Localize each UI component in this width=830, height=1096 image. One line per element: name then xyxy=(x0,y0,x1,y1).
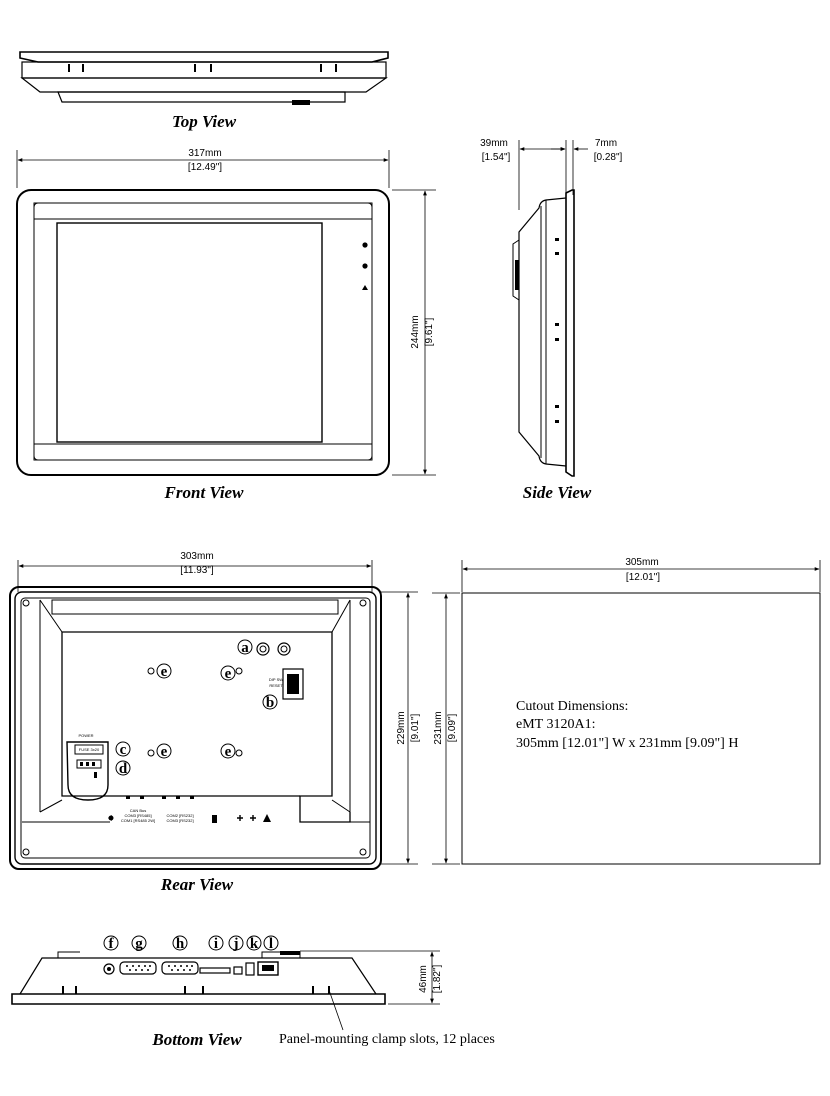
rear-width-in: [11.93"] xyxy=(180,565,214,576)
usb-icon xyxy=(237,815,243,821)
callout-h: h xyxy=(176,936,185,952)
front-height-in: [9.61"] xyxy=(424,317,435,346)
rear-dip-label: DIP SW xyxy=(269,677,283,682)
callout-e: e xyxy=(225,666,232,682)
usb-icon xyxy=(250,815,256,821)
rear-height-mm: 229mm xyxy=(396,711,407,744)
callout-a: a xyxy=(241,640,249,656)
callout-b: b xyxy=(266,695,274,711)
front-width-in: [12.49"] xyxy=(188,162,222,173)
rear-view-label: Rear View xyxy=(160,875,234,894)
rear-reset-label: RESET xyxy=(269,683,283,688)
rear-power-label: POWER xyxy=(78,733,93,738)
bottom-depth-mm: 46mm xyxy=(418,965,429,993)
callout-e: e xyxy=(225,744,232,760)
cutout-width-dimension xyxy=(461,560,821,592)
cutout-line-3: 305mm [12.01"] W x 231mm [9.09"] H xyxy=(516,736,738,751)
power-led-icon xyxy=(362,242,368,248)
panel-mount-note: Panel-mounting clamp slots, 12 places xyxy=(279,1032,495,1047)
rear-com2-label: COM2 [RS232] xyxy=(166,813,193,818)
bottom-view-drawing xyxy=(11,951,386,1031)
side-depth-mm: 39mm xyxy=(480,138,508,149)
side-bezel-in: [0.28"] xyxy=(594,152,623,163)
cutout-line-1: Cutout Dimensions: xyxy=(516,699,628,714)
front-view-label: Front View xyxy=(164,483,245,502)
callout-k: k xyxy=(250,936,259,952)
callout-i: i xyxy=(214,936,218,952)
callout-d: d xyxy=(119,761,128,777)
cutout-line-2: eMT 3120A1: xyxy=(516,717,595,732)
front-height-mm: 244mm xyxy=(410,315,421,348)
side-view-drawing xyxy=(512,189,575,477)
side-bezel-mm: 7mm xyxy=(595,138,617,149)
bottom-view-label: Bottom View xyxy=(151,1030,242,1049)
rear-callouts xyxy=(115,639,278,776)
callout-j: j xyxy=(233,936,239,952)
callout-l: l xyxy=(269,936,273,952)
callout-c: c xyxy=(120,742,127,758)
side-view-label: Side View xyxy=(523,483,592,502)
cutout-width-mm: 305mm xyxy=(625,557,658,568)
bottom-callouts xyxy=(103,935,279,951)
cutout-width-in: [12.01"] xyxy=(626,572,660,583)
side-depth-in: [1.54"] xyxy=(482,152,511,163)
front-width-mm: 317mm xyxy=(188,148,221,159)
front-width-dimension xyxy=(16,150,390,188)
callout-e: e xyxy=(161,664,168,680)
cutout-height-mm: 231mm xyxy=(433,711,444,744)
network-led-icon xyxy=(362,285,368,290)
rear-height-dimensions xyxy=(380,591,460,865)
ethernet-icon xyxy=(263,814,271,822)
rear-height-in: [9.01"] xyxy=(410,713,421,742)
front-view-drawing xyxy=(16,189,390,476)
sd-card-icon xyxy=(212,815,217,823)
rear-com1-label: COM1 [RS485 2W] xyxy=(121,818,155,823)
rear-width-mm: 303mm xyxy=(180,551,213,562)
callout-f: f xyxy=(109,936,115,952)
rear-com3b-label: COM3 [RS232] xyxy=(166,818,193,823)
top-view-drawing xyxy=(19,51,389,105)
rear-com3-label: COM3 [RS485] xyxy=(124,813,151,818)
rear-view-drawing xyxy=(9,586,382,870)
rear-fuse-label: FUSE 3x20 xyxy=(79,747,100,752)
rear-canbus-label: CAN Bus xyxy=(130,808,146,813)
side-dimensions xyxy=(518,140,588,210)
cutout-height-in: [9.09"] xyxy=(447,713,458,742)
front-height-dimension xyxy=(392,189,436,476)
callout-e: e xyxy=(161,744,168,760)
top-view-label: Top View xyxy=(172,112,237,131)
bottom-depth-in: [1.82"] xyxy=(432,964,443,993)
cutout-rectangle xyxy=(461,592,821,865)
status-led-icon xyxy=(362,263,368,269)
bottom-depth-dimension xyxy=(300,950,440,1005)
callout-g: g xyxy=(135,936,143,952)
